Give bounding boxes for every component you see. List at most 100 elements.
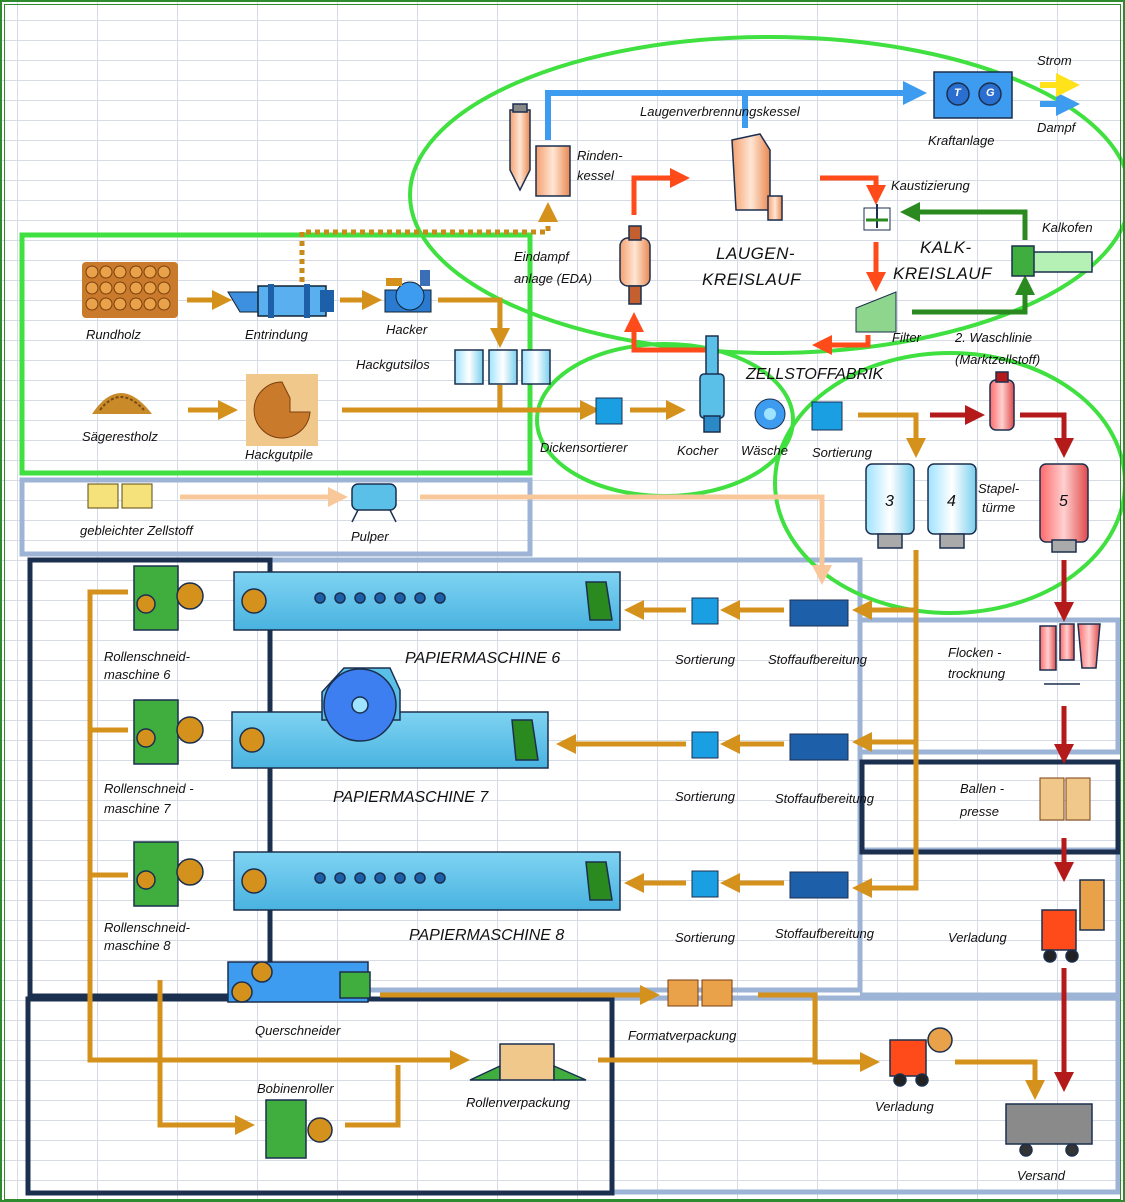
- label-rindenkessel-2: kessel: [577, 168, 614, 183]
- hacker-icon: [384, 270, 432, 313]
- steam-line-top: [545, 81, 927, 140]
- label-rollenschneid7-2: maschine 7: [104, 801, 171, 816]
- bobinen-to-rollenverp: [345, 1065, 401, 1128]
- rindenkessel-icon: [509, 103, 571, 197]
- label-flockentrocknung-2: trocknung: [948, 666, 1006, 681]
- eda-to-boiler: [631, 168, 690, 215]
- label-kalkofen: Kalkofen: [1042, 220, 1093, 235]
- label-tower-4: 4: [947, 493, 956, 510]
- sortierung-zf-icon: [811, 401, 843, 431]
- rundholz-logs-icon: [82, 262, 178, 318]
- kaustizierung-icon: [863, 204, 891, 231]
- label-zellstofffabrik: ZELLSTOFFABRIK: [746, 366, 884, 383]
- papiermaschine-8-icon: [233, 851, 621, 911]
- label-eindampf-1: Eindampf: [514, 249, 569, 264]
- label-filter: Filter: [892, 330, 921, 345]
- label-papiermaschine6: PAPIERMASCHINE 6: [405, 650, 561, 667]
- filter-to-kocher: [812, 335, 871, 355]
- eindampfanlage-icon: [619, 225, 651, 305]
- flockentrocknung-icon: [1039, 623, 1101, 685]
- pulper-to-pm: [420, 494, 832, 585]
- formatverpackung-icon: [667, 979, 733, 1007]
- label-laugenkreislauf-2: KREISLAUF: [702, 270, 801, 289]
- label-tower-3: 3: [885, 493, 894, 510]
- pulper-icon: [351, 483, 397, 523]
- label-dickensortierer: Dickensortierer: [540, 440, 628, 455]
- kocher-icon: [699, 335, 725, 433]
- sortierung-pm-icons: [691, 597, 719, 898]
- ballenpresse-region: [859, 759, 1121, 855]
- label-turbine-g: G: [986, 87, 995, 99]
- label-papiermaschine8: PAPIERMASCHINE 8: [409, 927, 565, 944]
- pulp-flows: [87, 290, 1045, 1135]
- zellstoff-bales-icon: [87, 483, 153, 509]
- steam-flows: [545, 81, 1080, 140]
- label-rollenschneid7-1: Rollenschneid -: [104, 781, 194, 796]
- forklift-right-icon: [1041, 879, 1105, 963]
- label-kraftanlage: Kraftanlage: [928, 133, 995, 148]
- versand-region: [612, 995, 1121, 1195]
- label-saegerestholz: Sägerestholz: [82, 429, 158, 444]
- label-rollenschneid6-2: maschine 6: [104, 667, 171, 682]
- rollenverpackung-icon: [469, 1043, 587, 1081]
- label-laugenkreislauf-1: LAUGEN-: [716, 244, 796, 263]
- rollenschneid-region: [27, 557, 273, 999]
- filter-icon: [855, 291, 897, 333]
- boiler-to-kaust: [820, 175, 886, 205]
- label-bobinenroller: Bobinenroller: [257, 1081, 334, 1096]
- verladung-to-versand: [955, 1059, 1045, 1100]
- flocken-region: [860, 617, 1121, 755]
- format-to-verladung: [758, 992, 880, 1072]
- bark-to-boiler-dotted: [299, 202, 558, 300]
- label-sortierung7: Sortierung: [675, 789, 735, 804]
- ballenpresse-icon: [1039, 777, 1091, 821]
- label-verladung-bottom: Verladung: [875, 1099, 934, 1114]
- label-sortierung8: Sortierung: [675, 930, 735, 945]
- querschneider-icon: [227, 961, 371, 1003]
- towers-trunk: [852, 550, 919, 898]
- label-rollenschneid6-1: Rollenschneid-: [104, 649, 190, 664]
- label-sortierung-zf: Sortierung: [812, 445, 872, 460]
- filter-to-kalkofen: [912, 275, 1035, 315]
- label-rollenverpackung: Rollenverpackung: [466, 1095, 571, 1110]
- label-hackgutpile: Hackgutpile: [245, 447, 313, 462]
- label-stapeltuerme-2: türme: [982, 500, 1016, 515]
- forklift-bottom-icon: [889, 1027, 953, 1087]
- kalkofen-icon: [1011, 245, 1093, 277]
- label-pulper: Pulper: [351, 529, 389, 544]
- label-kocher: Kocher: [677, 443, 719, 458]
- entrindung-drum-icon: [227, 284, 334, 318]
- label-entrindung: Entrindung: [245, 327, 308, 342]
- label-stapeltuerme-1: Stapel-: [978, 481, 1020, 496]
- rollcutter-rail: [87, 589, 470, 1070]
- label-formatverpackung: Formatverpackung: [628, 1028, 737, 1043]
- label-waschlinie-1: 2. Waschlinie: [955, 330, 1033, 345]
- label-kaustizierung: Kaustizierung: [891, 178, 970, 193]
- label-rundholz: Rundholz: [86, 327, 141, 342]
- label-stoffaufbereitung7: Stoffaufbereitung: [775, 791, 875, 806]
- label-kalkkreislauf-1: KALK-: [920, 238, 972, 257]
- hackgutsilos-icon: [454, 349, 551, 385]
- bleached-flows: [180, 487, 832, 585]
- label-laugenverbrennungskessel: Laugenverbrennungskessel: [640, 104, 800, 119]
- kocher-to-eda: [624, 312, 705, 353]
- hackgutpile-icon: [246, 374, 318, 446]
- label-versand: Versand: [1017, 1168, 1065, 1183]
- label-kalkkreislauf-2: KREISLAUF: [893, 264, 992, 283]
- label-rindenkessel-1: Rinden-: [577, 148, 623, 163]
- label-querschneider: Querschneider: [255, 1023, 341, 1038]
- label-ballenpresse-1: Ballen -: [960, 781, 1005, 796]
- label-flockentrocknung-1: Flocken -: [948, 645, 1002, 660]
- label-dampf: Dampf: [1037, 120, 1076, 135]
- label-strom: Strom: [1037, 53, 1072, 68]
- label-eindampf-2: anlage (EDA): [514, 271, 593, 286]
- laugenverbrennungskessel-icon: [731, 133, 783, 221]
- pulper-region: [19, 477, 533, 557]
- dickensortierer-icon: [595, 397, 623, 425]
- kalkofen-to-kaust: [900, 202, 1028, 240]
- stoffaufbereitung-icons: [789, 599, 849, 899]
- label-stoffaufbereitung8: Stoffaufbereitung: [775, 926, 875, 941]
- label-verladung-right: Verladung: [948, 930, 1007, 945]
- label-waschlinie-2: (Marktzellstoff): [955, 352, 1041, 367]
